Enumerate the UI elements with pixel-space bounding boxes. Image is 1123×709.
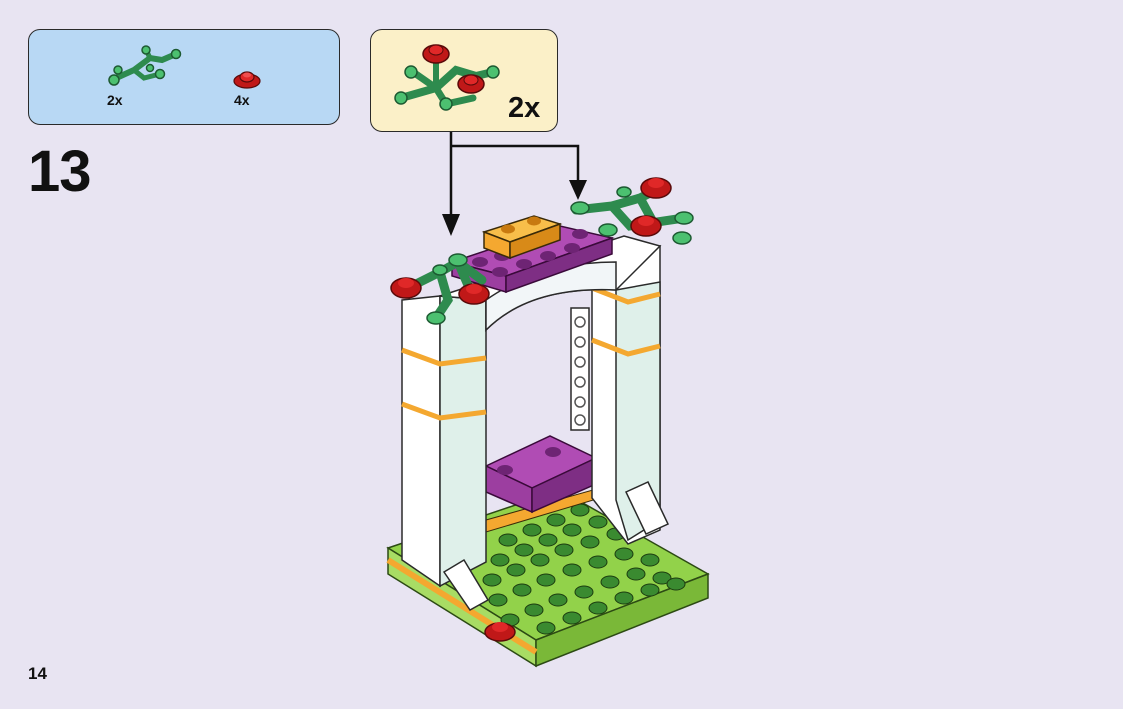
placement-arrows <box>449 132 580 222</box>
swing-seat <box>484 435 601 533</box>
page-number: 14 <box>28 664 47 683</box>
red-flower-part-icon <box>233 71 261 89</box>
parts-list-box: 2x 4x <box>28 29 340 125</box>
sub-assembly-box: 2x <box>370 29 558 132</box>
branch-assembly-icon <box>394 44 500 111</box>
base-flower <box>484 622 516 642</box>
base-plate-studs <box>482 503 686 635</box>
arrow-head-left <box>442 214 460 236</box>
step-number: 13 <box>28 139 92 204</box>
left-flower-branch <box>390 253 490 325</box>
magenta-roof-plate <box>449 225 615 294</box>
sub-assembly-quantity: 2x <box>508 92 541 124</box>
arch-left-pillar <box>401 295 490 611</box>
flower-quantity: 4x <box>234 92 250 108</box>
arch-right-pillar <box>570 244 670 545</box>
green-branch-part-icon <box>108 45 182 86</box>
orange-roof-brick <box>481 215 563 260</box>
right-flower-branch <box>570 177 694 245</box>
arrow-head-right <box>569 180 587 200</box>
branch-quantity: 2x <box>107 92 123 108</box>
